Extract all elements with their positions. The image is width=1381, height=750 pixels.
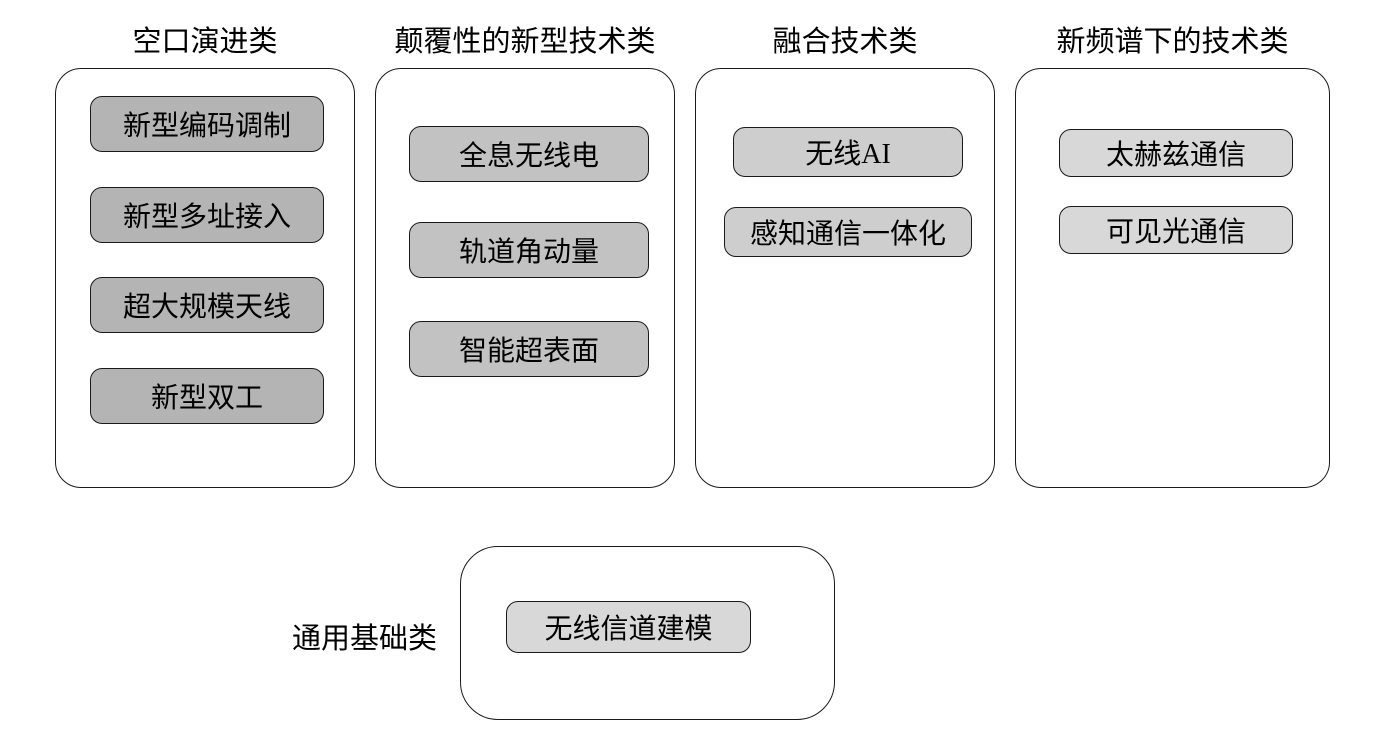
column-title-fusion: 融合技术类 xyxy=(772,26,918,58)
tech-item: 无线信道建模 xyxy=(506,601,751,653)
category-container-new-spectrum: 太赫兹通信 可见光通信 xyxy=(1015,68,1330,488)
tech-item: 超大规模天线 xyxy=(90,277,324,333)
category-container-fusion: 无线AI 感知通信一体化 xyxy=(695,68,995,488)
tech-item: 新型双工 xyxy=(90,368,324,424)
column-title-air-interface: 空口演进类 xyxy=(132,26,278,58)
tech-item: 太赫兹通信 xyxy=(1059,129,1293,177)
tech-item: 新型编码调制 xyxy=(90,96,324,152)
column-title-disruptive: 颠覆性的新型技术类 xyxy=(394,26,656,58)
tech-item: 新型多址接入 xyxy=(90,187,324,243)
tech-item: 感知通信一体化 xyxy=(724,207,972,257)
category-container-general-foundation: 无线信道建模 xyxy=(460,546,835,720)
category-container-air-interface: 新型编码调制 新型多址接入 超大规模天线 新型双工 xyxy=(55,68,355,488)
category-container-disruptive: 全息无线电 轨道角动量 智能超表面 xyxy=(375,68,675,488)
tech-item: 全息无线电 xyxy=(409,126,649,182)
tech-item: 智能超表面 xyxy=(409,321,649,377)
tech-item: 可见光通信 xyxy=(1059,206,1293,254)
bottom-category-label: 通用基础类 xyxy=(292,623,438,655)
column-title-new-spectrum: 新频谱下的技术类 xyxy=(1056,26,1289,58)
tech-item: 无线AI xyxy=(733,127,963,177)
tech-item: 轨道角动量 xyxy=(409,222,649,278)
